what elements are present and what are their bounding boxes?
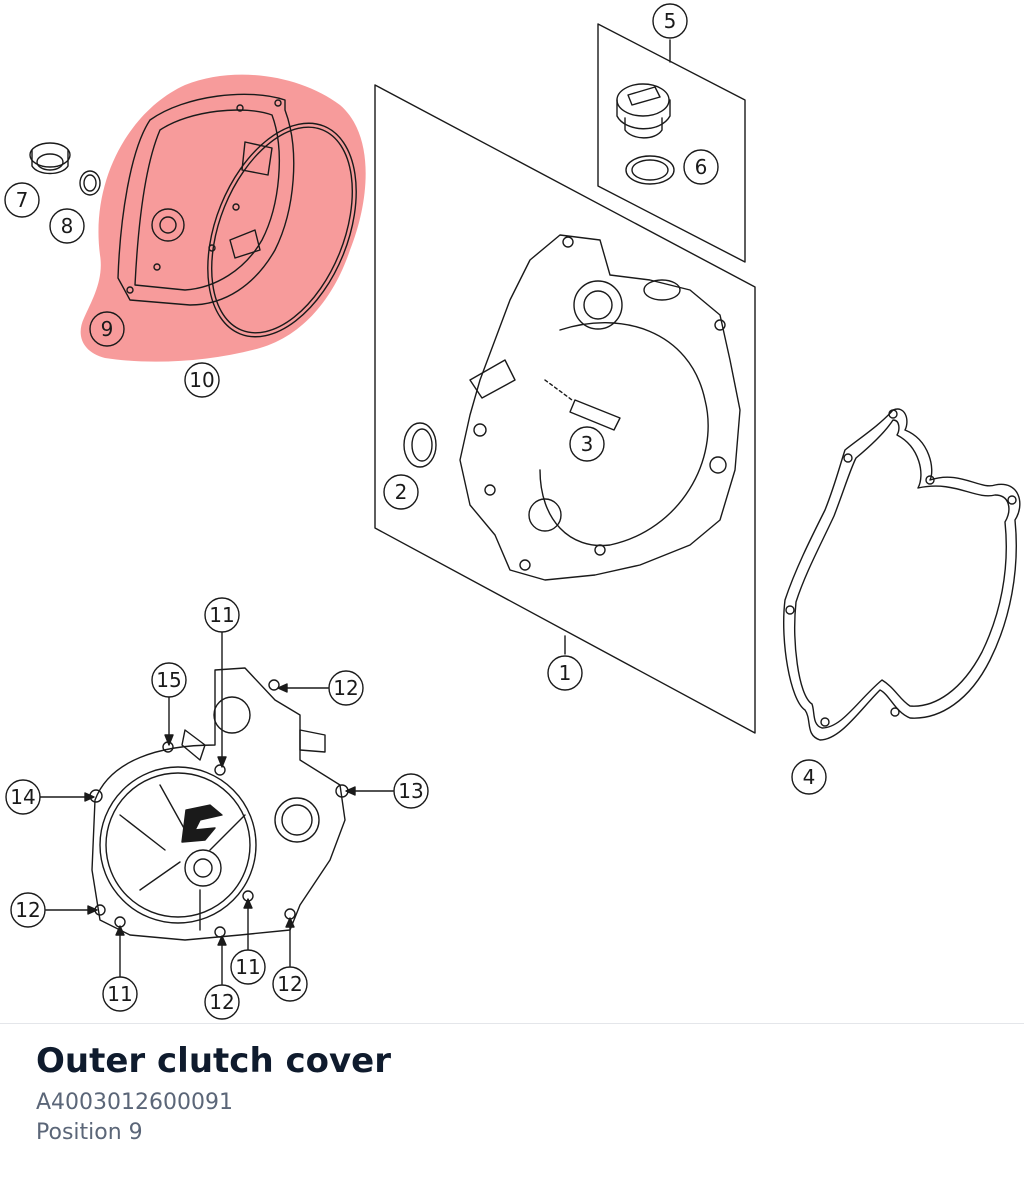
leader-lines — [39, 631, 394, 985]
callout-circle — [791, 759, 827, 795]
callout-label: 8 — [61, 214, 74, 238]
divider — [0, 1023, 1024, 1024]
callout-circle — [5, 779, 41, 815]
callout-label: 4 — [803, 765, 816, 789]
callout-circle — [184, 362, 220, 398]
callout-label: 12 — [277, 972, 302, 996]
part-10-o-ring — [207, 122, 357, 338]
callout-11[interactable]: 11 — [230, 949, 266, 985]
callout-circle — [547, 655, 583, 691]
callout-4[interactable]: 4 — [791, 759, 827, 795]
callout-label: 11 — [209, 603, 234, 627]
callout-circle — [272, 966, 308, 1002]
callout-label: 6 — [695, 155, 708, 179]
part-1-clutch-cover — [459, 234, 741, 581]
part-6-seal-ring — [625, 155, 675, 185]
callout-circle — [204, 597, 240, 633]
assembled-clutch-cover — [89, 667, 349, 941]
callout-label: 13 — [398, 779, 423, 803]
callout-11[interactable]: 11 — [204, 597, 240, 633]
callout-label: 3 — [581, 432, 594, 456]
callout-1[interactable]: 1 — [547, 655, 583, 691]
part-position: Position 9 — [36, 1120, 143, 1146]
callout-10[interactable]: 10 — [184, 362, 220, 398]
callout-label: 10 — [189, 368, 214, 392]
callout-7[interactable]: 7 — [4, 182, 40, 218]
callout-circle — [652, 3, 688, 39]
callout-label: 12 — [333, 676, 358, 700]
callout-label: 12 — [15, 898, 40, 922]
callout-circle — [89, 311, 125, 347]
callout-circle — [151, 662, 187, 698]
callout-8[interactable]: 8 — [49, 208, 85, 244]
callout-circle — [10, 892, 46, 928]
callout-circle — [204, 984, 240, 1020]
part-title: Outer clutch cover — [36, 1041, 391, 1081]
callout-2[interactable]: 2 — [383, 474, 419, 510]
callout-9[interactable]: 9 — [89, 311, 125, 347]
callout-circle — [383, 474, 419, 510]
callout-label: 9 — [101, 317, 114, 341]
callout-circle — [683, 149, 719, 185]
callout-circle — [4, 182, 40, 218]
frame-clutch-cover-assembly — [374, 84, 756, 734]
callout-label: 14 — [10, 785, 35, 809]
callout-14[interactable]: 14 — [5, 779, 41, 815]
callout-circle — [49, 208, 85, 244]
callout-label: 5 — [664, 9, 677, 33]
part-7-plug — [29, 142, 71, 175]
part-9-outer-clutch-cover — [117, 93, 295, 306]
callout-13[interactable]: 13 — [393, 773, 429, 809]
callout-label: 11 — [235, 955, 260, 979]
part-number: A4003012600091 — [36, 1089, 234, 1115]
part-2-shaft-seal — [403, 422, 437, 468]
callout-label: 2 — [395, 480, 408, 504]
callout-label: 7 — [16, 188, 29, 212]
callout-5[interactable]: 5 — [652, 3, 688, 39]
callout-11[interactable]: 11 — [102, 976, 138, 1012]
part-info-panel: Outer clutch cover A4003012600091 Positi… — [36, 1040, 391, 1148]
callout-12[interactable]: 12 — [272, 966, 308, 1002]
part-3-dowel-pin — [544, 379, 621, 431]
part-10-o-ring-inner — [211, 126, 353, 334]
part-8-seal — [79, 170, 101, 196]
callout-6[interactable]: 6 — [683, 149, 719, 185]
callout-12[interactable]: 12 — [10, 892, 46, 928]
callout-label: 15 — [156, 668, 181, 692]
callout-circle — [102, 976, 138, 1012]
callout-circle — [569, 426, 605, 462]
callout-circle — [328, 670, 364, 706]
highlight-region-part-9[interactable] — [80, 74, 366, 362]
callout-label: 11 — [107, 982, 132, 1006]
callout-label: 12 — [209, 990, 234, 1014]
callout-circle — [230, 949, 266, 985]
callout-3[interactable]: 3 — [569, 426, 605, 462]
callout-circle — [393, 773, 429, 809]
callout-label: 1 — [559, 661, 572, 685]
part-5-oil-filler-cap — [616, 83, 671, 139]
callout-12[interactable]: 12 — [204, 984, 240, 1020]
callout-15[interactable]: 15 — [151, 662, 187, 698]
callout-12[interactable]: 12 — [328, 670, 364, 706]
frame-oil-cap-group — [597, 23, 746, 263]
part-4-gasket — [783, 408, 1021, 741]
